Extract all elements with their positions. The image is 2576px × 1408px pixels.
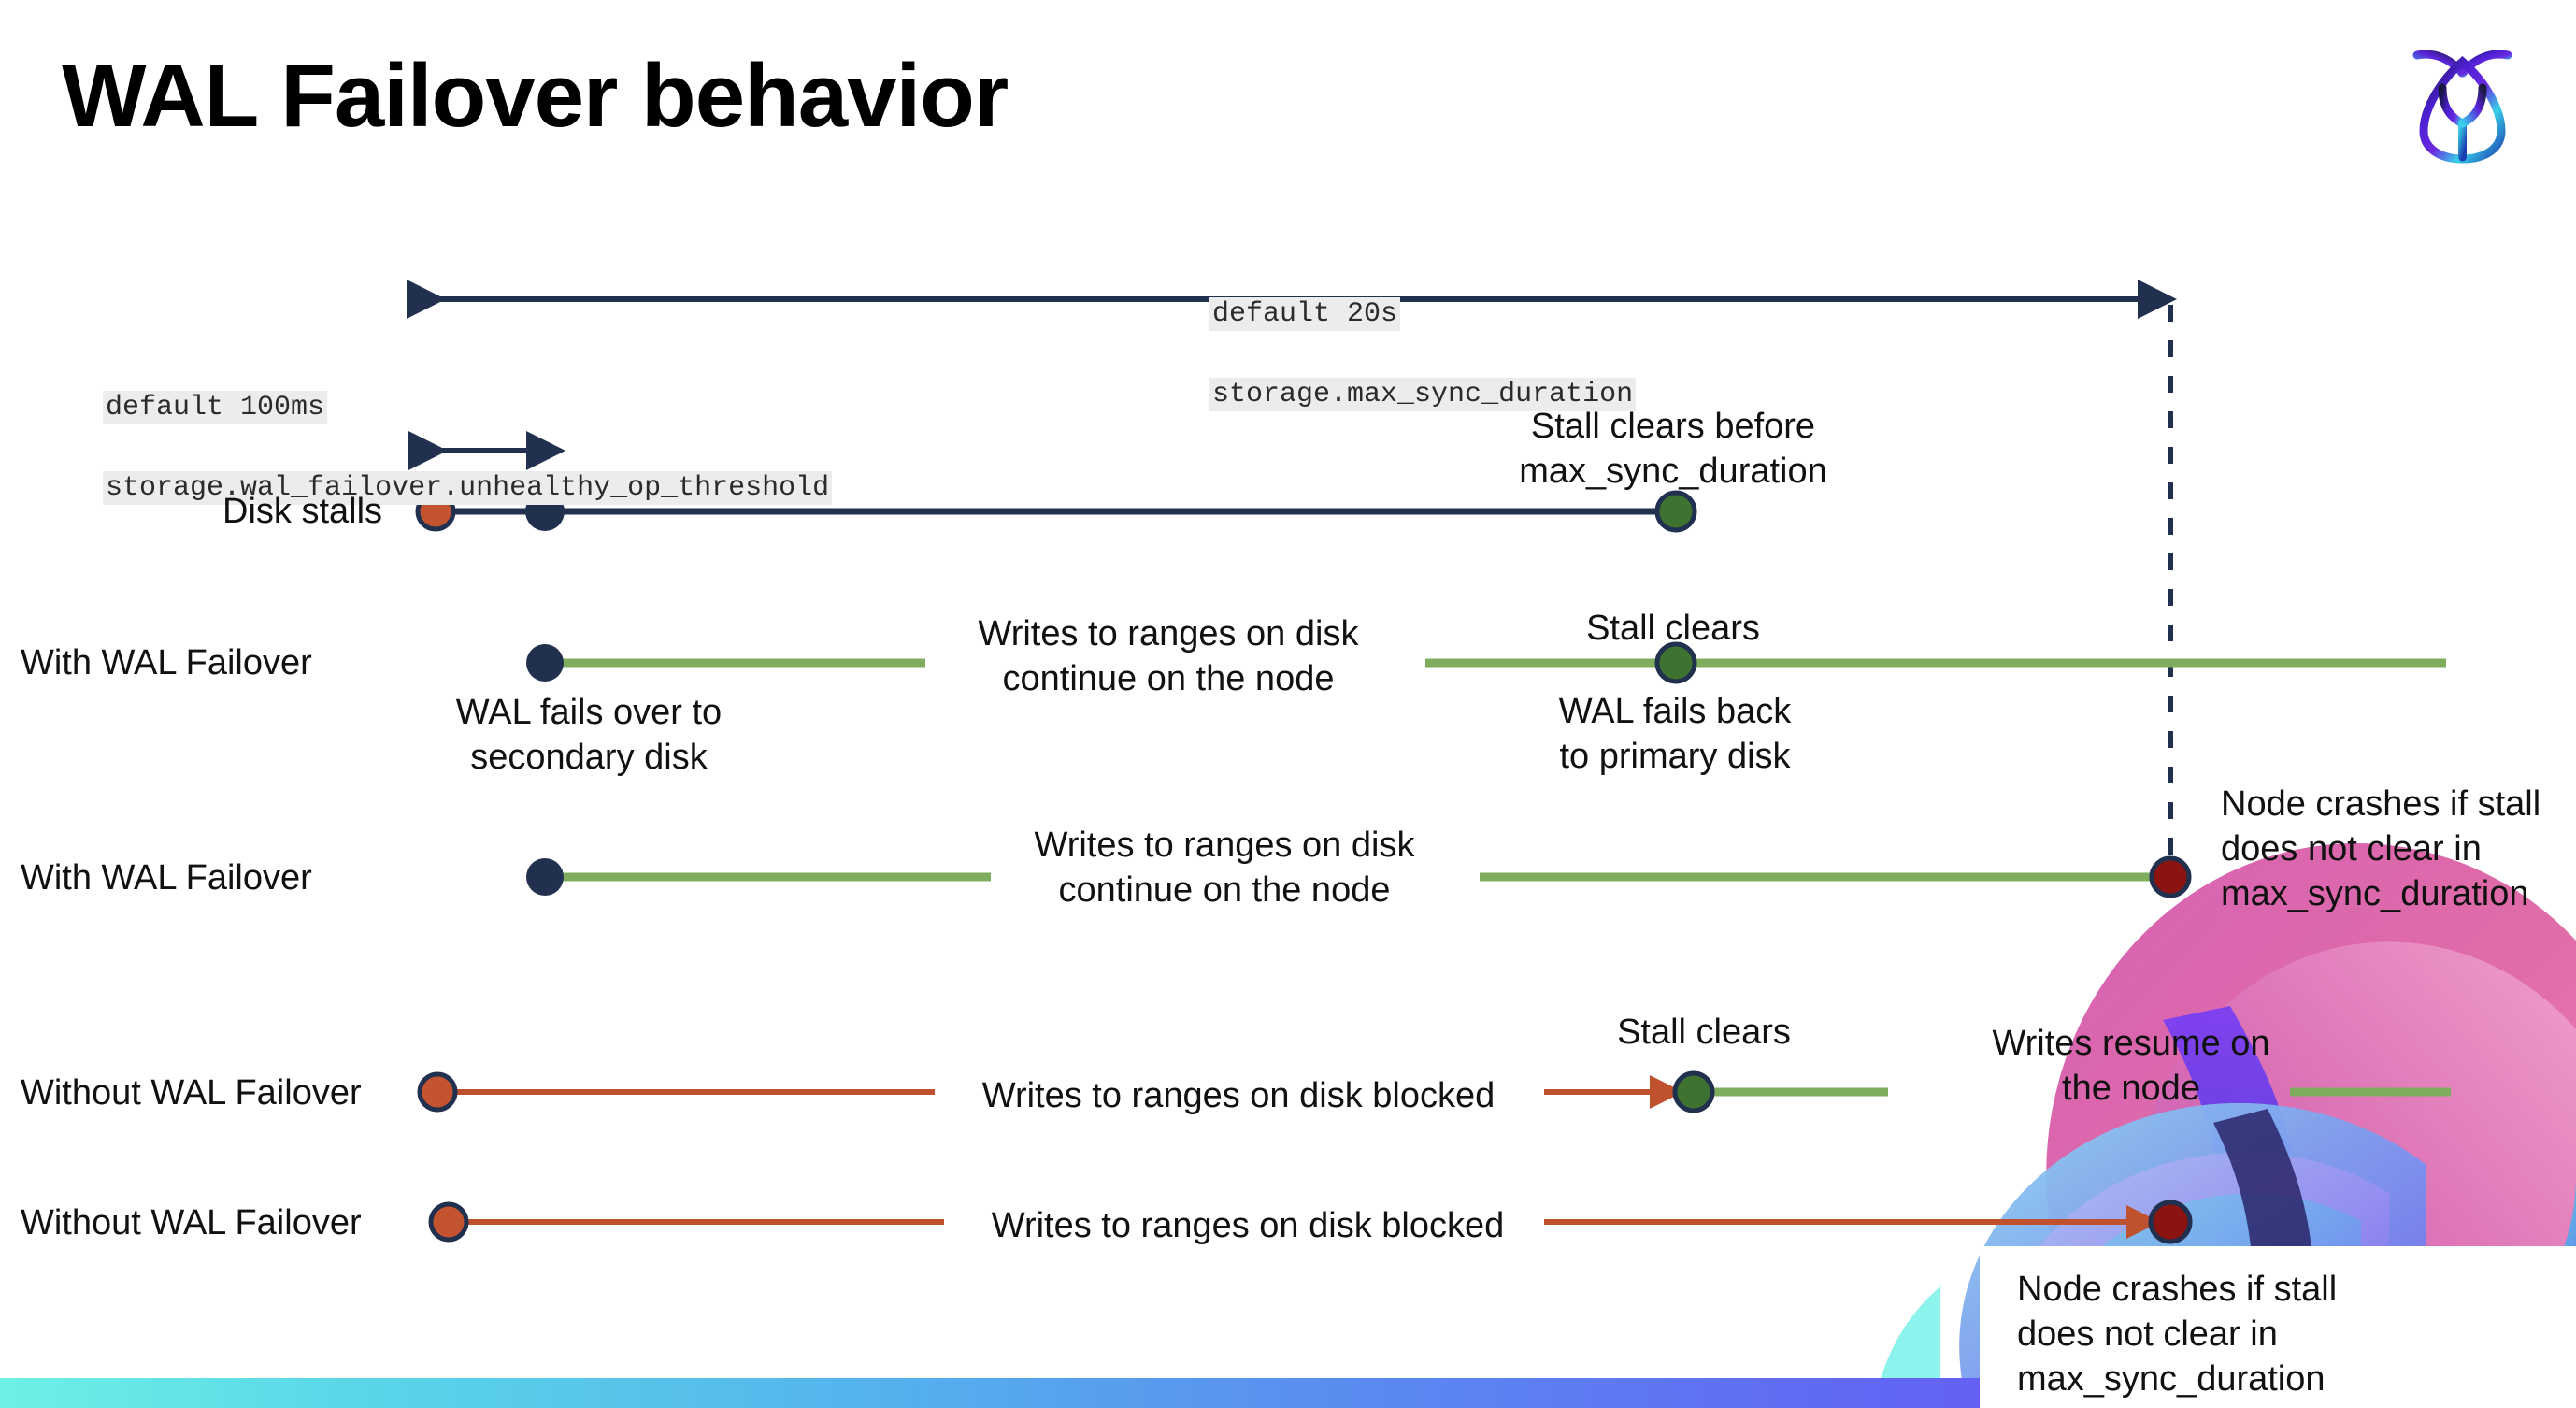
- annotation-node-crashes-1: Node crashes if stall does not clear in …: [2221, 784, 2541, 913]
- marker-stall-clear: [1654, 490, 1697, 533]
- row-with-wal-failover-2-track: [526, 855, 2192, 898]
- marker-stall-start: [428, 1201, 469, 1243]
- marker-stall-clear: [1672, 1070, 1715, 1113]
- annotation-wal-fails-over: WAL fails over to secondary disk: [455, 693, 723, 777]
- marker-failover: [526, 644, 564, 682]
- marker-node-crash: [2148, 1200, 2193, 1244]
- annotation-writes-continue-2: Writes to ranges on disk continue on the…: [1034, 826, 1415, 910]
- annotation-writes-blocked-2: Writes to ranges on disk blocked: [991, 1206, 1505, 1245]
- marker-node-crash: [2149, 855, 2192, 898]
- marker-stall-clear: [1654, 641, 1697, 684]
- annotation-wal-fails-back: WAL fails back to primary disk: [1558, 692, 1792, 776]
- setting-default-value: default 100ms: [103, 391, 328, 424]
- cockroachdb-logo: [2412, 50, 2512, 164]
- setting-unhealthy-op-threshold: default 100ms storage.wal_failover.unhea…: [36, 348, 833, 549]
- annotation-writes-continue-1: Writes to ranges on disk continue on the…: [978, 614, 1359, 698]
- row-with-wal-failover-1-track: [526, 641, 2446, 684]
- annotation-writes-blocked-1: Writes to ranges on disk blocked: [981, 1076, 1496, 1115]
- row-without-wal-failover-1-track: [417, 1070, 2451, 1113]
- row-without-wal-failover-2-track: [428, 1200, 2193, 1244]
- row-label-without-wal-failover-2: Without WAL Failover: [21, 1203, 362, 1243]
- annotation-node-crashes-2: Node crashes if stall does not clear in …: [2017, 1270, 2338, 1399]
- annotation-writes-resume: Writes resume on the node: [1992, 1024, 2270, 1108]
- setting-name: storage.max_sync_duration: [1209, 378, 1637, 411]
- marker-failover: [526, 858, 564, 896]
- row-label-with-wal-failover-2: With WAL Failover: [21, 858, 312, 898]
- setting-max-sync-duration: default 20s storage.max_sync_duration: [1142, 254, 1637, 455]
- setting-default-value: default 20s: [1209, 297, 1401, 331]
- row-label-disk-stalls: Disk stalls: [222, 492, 383, 531]
- annotation-stall-clears-1: Stall clears: [1586, 609, 1760, 648]
- annotation-stall-clears-before: Stall clears before max_sync_duration: [1519, 407, 1827, 491]
- annotation-backdrop: [1980, 1246, 2576, 1408]
- row-label-with-wal-failover-1: With WAL Failover: [21, 643, 312, 682]
- row-label-without-wal-failover-1: Without WAL Failover: [21, 1073, 362, 1113]
- marker-stall-start: [417, 1071, 458, 1113]
- page-title: WAL Failover behavior: [62, 46, 1009, 146]
- annotation-stall-clears-2: Stall clears: [1617, 1013, 1791, 1052]
- setting-name: storage.wal_failover.unhealthy_op_thresh…: [103, 471, 833, 505]
